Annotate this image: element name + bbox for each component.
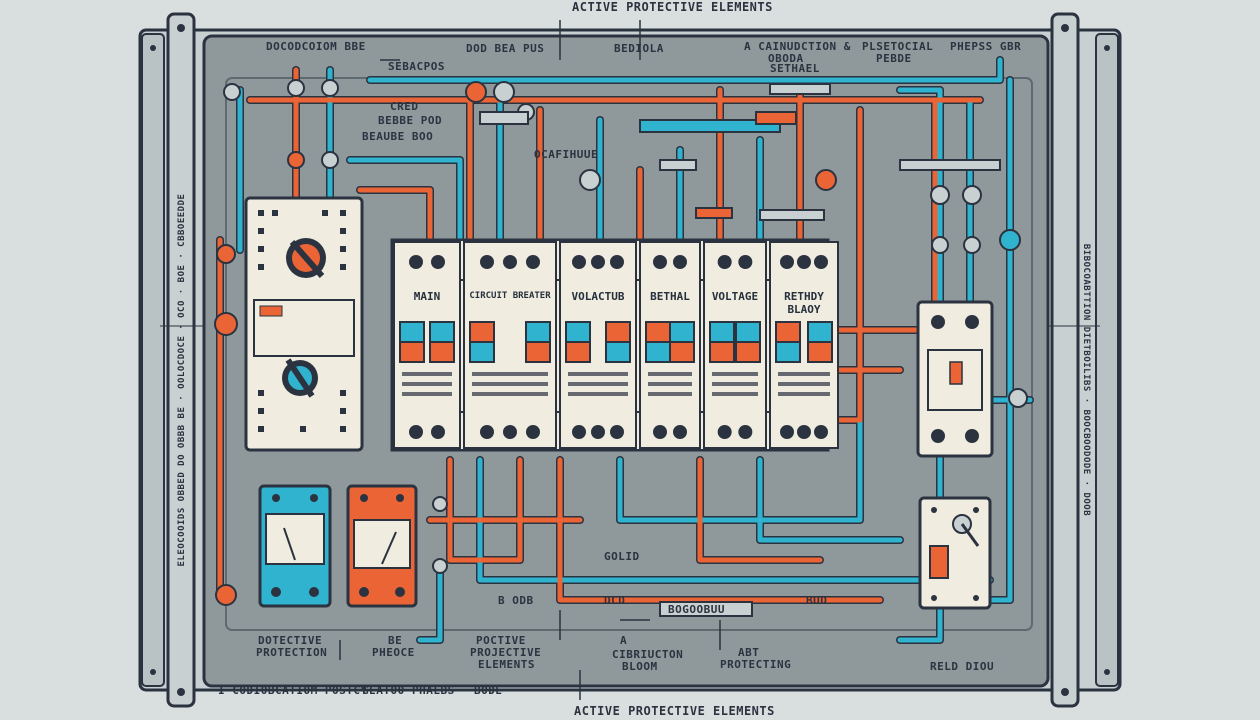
breaker-module-6 [769, 241, 839, 449]
bottom-label-10: BLOOM [622, 660, 658, 673]
terminal-connectors [214, 79, 1028, 617]
top-label-6: OBODA [768, 52, 804, 65]
top-label-8: PLSETOCIAL [862, 40, 934, 53]
top-label-9: PEBDE [876, 52, 912, 65]
footer-label-1: I CODIOBCATIOM POSTCY [218, 684, 368, 697]
top-label-3: DOD BEA PUS [466, 42, 545, 55]
panel-label-3: BEAUBE BOO [362, 130, 434, 143]
breaker-modules [393, 241, 839, 449]
bottom-label-13: RELD DIOU [930, 660, 995, 673]
panel-label-6: BOGOOBUU [668, 603, 725, 616]
bottom-label-7: ELEMENTS [478, 658, 535, 671]
bottom-label-1: DOTECTIVE [258, 634, 323, 647]
breaker-label-2: CIRCUIT BREATER [469, 291, 551, 301]
breaker-module-5 [703, 241, 767, 449]
right-contactor [916, 300, 994, 458]
bottom-label-5: POCTIVE [476, 634, 526, 647]
breaker-module-2 [463, 241, 557, 449]
breaker-label-6: RETHDY BLAOY [784, 290, 824, 316]
panel-label-1: CRED [390, 100, 419, 113]
top-label-4: BEDIOLA [614, 42, 664, 55]
footer-label-3: PHALBS [412, 684, 455, 697]
bottom-label-11: ABT [738, 646, 760, 659]
breaker-label-5: VOLTAGE [711, 290, 759, 303]
bottom-label-12: PROTECTING [720, 658, 792, 671]
top-label-10: PHEPSS GBR [950, 40, 1022, 53]
bottom-title: ACTIVE PROTECTIVE ELEMENTS [574, 704, 775, 718]
top-label-2: SEBACPOS [388, 60, 445, 73]
breaker-module-4 [639, 241, 701, 449]
footer-label-2: GEATOO [362, 684, 405, 697]
top-label-5: A CAINUDCTION & [744, 40, 851, 53]
bottom-label-4: PHEOCE [372, 646, 415, 659]
panel-label-7: B ODB [498, 594, 534, 607]
top-title: ACTIVE PROTECTIVE ELEMENTS [572, 0, 773, 14]
breaker-module-3 [559, 241, 637, 449]
breaker-label-3: VOLACTUB [571, 290, 625, 303]
panel-label-4: OCAFIHUUE [534, 148, 599, 161]
panel-label-5: GOLID [604, 550, 640, 563]
leader-lines [339, 20, 721, 700]
bottom-label-2: PROTECTION [256, 646, 328, 659]
bottom-label-3: BE [388, 634, 403, 647]
breaker-module-1 [393, 241, 461, 449]
top-label-7: SETHAEL [770, 62, 820, 75]
right-side-text: BIBOCOABTTION DIETBOILIBS · BOOCBOODODE … [1081, 243, 1091, 517]
bottom-label-9: CIBRIUCTON [612, 648, 684, 661]
right-isolator [918, 496, 992, 610]
bottom-label-6: PROJECTIVE [470, 646, 542, 659]
footer-label-4: BODE [474, 684, 503, 697]
left-control-box [244, 196, 364, 452]
panel-label-2: BEBBE POD [378, 114, 443, 127]
breaker-label-1: MAIN [413, 290, 441, 303]
blue-gauge [258, 484, 332, 608]
breaker-label-4: BETHAL [650, 290, 690, 303]
left-side-text: ELEOCOOIDS OBBED DO OBBB BE · OOLOCDOCE … [177, 193, 187, 567]
top-label-1: DOCODCOIOM BBE [266, 40, 366, 53]
panel-label-8: DCD [604, 594, 626, 607]
bottom-label-8: A [620, 634, 628, 647]
panel-label-9: BUD [806, 594, 828, 607]
orange-gauge [346, 484, 418, 608]
